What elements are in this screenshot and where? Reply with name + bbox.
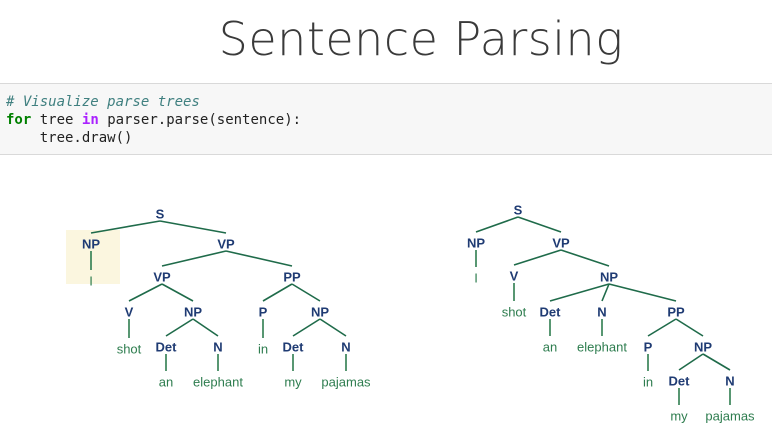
tree2-leaf-an: an [543,340,557,355]
code-line-for: for tree in parser.parse(sentence): [6,111,772,129]
np-highlight [66,230,120,284]
tree2-leaf-pajamas: pajamas [705,409,755,424]
tree2-edge-pp-to-np [675,318,704,337]
tree2-edge-np-to-n [601,283,610,302]
code-keyword-in: in [81,112,99,128]
tree2-leaf-my: my [670,409,688,424]
tree2-edge-np-to-det [549,283,610,302]
parse-tree-2: SNPIVPVshotNPDetanNelephantPPPinNPDetmyN… [467,203,755,424]
tree1-edge-vp-to-np [161,283,194,302]
tree2-leaf-shot: shot [502,305,527,320]
tree1-node-det: Det [283,340,305,355]
tree2-leaf-i: I [474,271,478,286]
tree1-node-s: S [156,207,165,222]
tree2-leaf-in: in [643,375,653,390]
tree1-leaf-an: an [159,375,173,390]
code-comment: # Visualize parse trees [6,94,200,110]
tree2-node-det: Det [540,305,562,320]
tree2-edge-s-to-np [475,216,519,233]
tree1-leaf-in: in [258,342,268,357]
tree2-edge-np-to-pp [608,283,677,302]
code-line-body: tree.draw() [6,130,133,146]
tree1-edge-np-to-n [319,318,347,337]
code-keyword-for: for [6,112,32,128]
tree2-node-vp: VP [552,236,570,251]
tree1-edge-s-to-np [90,220,161,234]
tree1-node-vp: VP [217,237,235,252]
tree1-edge-vp-to-v [128,283,163,302]
tree1-leaf-my: my [284,375,302,390]
tree2-edge-pp-to-p [647,318,677,337]
tree2-node-np: NP [694,340,712,355]
tree1-edge-np-to-n [192,318,219,337]
tree2-node-n: N [725,374,734,389]
tree1-node-vp: VP [153,270,171,285]
tree1-edge-np-to-det [165,318,194,337]
tree1-node-pp: PP [283,270,301,285]
tree2-edge-vp-to-v [513,249,562,266]
tree1-node-det: Det [156,340,178,355]
tree2-node-n: N [597,305,606,320]
tree1-edge-s-to-vp [159,220,227,234]
tree2-node-det: Det [669,374,691,389]
tree1-node-np: NP [184,305,202,320]
tree2-edge-s-to-vp [517,216,562,233]
tree1-node-n: N [213,340,222,355]
code-loop-expr: parser.parse(sentence): [107,112,302,128]
tree1-edge-pp-to-p [262,283,293,302]
tree2-node-v: V [510,269,519,284]
tree1-node-np: NP [311,305,329,320]
tree1-edge-vp-to-pp [225,250,293,267]
tree2-node-np: NP [467,236,485,251]
tree2-node-s: S [514,203,523,218]
tree1-leaf-elephant: elephant [193,375,243,390]
tree1-edge-vp-to-vp [161,250,227,267]
tree2-node-pp: PP [667,305,685,320]
tree2-node-np: NP [600,270,618,285]
tree1-leaf-pajamas: pajamas [321,375,371,390]
tree1-node-v: V [125,305,134,320]
tree1-node-n: N [341,340,350,355]
slide-title: Sentence Parsing [218,12,624,66]
tree1-leaf-shot: shot [117,342,142,357]
tree1-leaf-i: I [89,274,93,289]
tree2-leaf-elephant: elephant [577,340,627,355]
tree2-edge-vp-to-np [560,249,610,267]
code-line-comment: # Visualize parse trees [6,93,772,111]
tree2-edge-np-to-det [678,353,704,371]
code-cell[interactable]: # Visualize parse trees for tree in pars… [0,83,772,155]
tree1-node-np: NP [82,237,100,252]
tree1-edge-pp-to-np [291,283,321,302]
tree1-edge-np-to-det [292,318,321,337]
parse-tree-1: SNPIVPVPVshotNPDetanNelephantPPPinNPDetm… [82,207,371,390]
tree1-node-p: P [259,305,268,320]
tree2-edge-np-to-n [702,353,731,371]
tree2-node-p: P [644,340,653,355]
code-var-tree: tree [39,112,74,128]
